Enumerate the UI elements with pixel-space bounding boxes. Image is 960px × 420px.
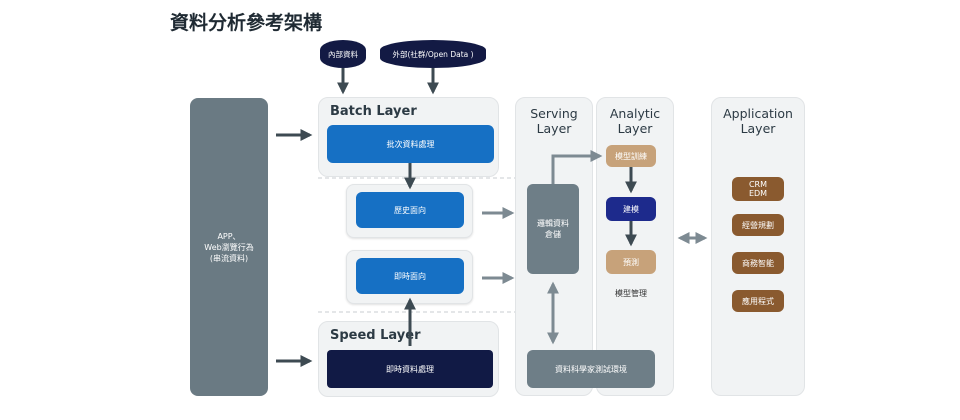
realtime-view-box: 即時面向 — [356, 258, 464, 294]
model-build-label: 建模 — [623, 204, 639, 214]
streaming-label-line3: (串流資料) — [209, 253, 249, 263]
app-item-business-intelligence-label: 商務智能 — [742, 258, 774, 268]
data-scientist-lab-label: 資料科學家測試環境 — [555, 364, 627, 374]
internal-data-source: 內部資料 — [320, 40, 366, 68]
batch-process-box: 批次資料處理 — [327, 125, 494, 163]
model-build-box: 建模 — [606, 197, 656, 221]
application-layer-title: Application Layer — [711, 106, 805, 136]
analytic-layer-title: Analytic Layer — [596, 106, 674, 136]
external-data-label: 外部(社群/Open Data ) — [392, 49, 474, 59]
internal-data-label: 內部資料 — [328, 49, 358, 59]
predict-label: 預測 — [623, 257, 639, 267]
model-train-label: 模型訓練 — [615, 151, 647, 161]
streaming-label-line2: Web瀏覽行為 — [204, 242, 254, 252]
analytic-title-line1: Analytic — [609, 106, 661, 121]
application-title-line1: Application — [723, 106, 793, 121]
batch-layer-title: Batch Layer — [330, 104, 417, 119]
data-scientist-lab-box: 資料科學家測試環境 — [527, 350, 655, 388]
app-item-business-intelligence: 商務智能 — [732, 252, 784, 274]
streaming-data-panel: APP、 Web瀏覽行為 (串流資料) — [190, 98, 268, 396]
streaming-label-line1: APP、 — [217, 231, 241, 241]
analytic-title-line2: Layer — [617, 121, 653, 136]
serving-title-line2: Layer — [536, 121, 572, 136]
logical-warehouse-box: 邏輯資料 倉儲 — [527, 184, 579, 274]
app-item-applications-label: 應用程式 — [742, 296, 774, 306]
batch-process-label: 批次資料處理 — [386, 139, 435, 149]
speed-process-label: 即時資料處理 — [386, 364, 434, 374]
warehouse-label-line2: 倉儲 — [545, 230, 561, 239]
speed-layer-title: Speed Layer — [330, 328, 421, 343]
history-view-label: 歷史面向 — [394, 205, 426, 215]
app-item-applications: 應用程式 — [732, 290, 784, 312]
arrow-warehouse-to-train — [551, 150, 603, 184]
history-view-box: 歷史面向 — [356, 192, 464, 228]
serving-title-line1: Serving — [530, 106, 578, 121]
warehouse-label-line1: 邏輯資料 — [537, 219, 569, 228]
page-title: 資料分析參考架構 — [170, 12, 323, 34]
app-item-business-planning: 經營規劃 — [732, 214, 784, 236]
model-management-caption: 模型管理 — [615, 289, 647, 298]
realtime-view-label: 即時面向 — [394, 271, 426, 281]
serving-layer-title: Serving Layer — [515, 106, 593, 136]
app-item-business-planning-label: 經營規劃 — [742, 220, 774, 230]
app-item-crm-edm-label: CRM EDM — [748, 180, 768, 198]
application-layer-panel — [711, 97, 805, 396]
predict-box: 預測 — [606, 250, 656, 274]
speed-process-box: 即時資料處理 — [327, 350, 493, 388]
application-title-line2: Layer — [740, 121, 776, 136]
model-train-box: 模型訓練 — [606, 145, 656, 167]
app-item-crm-edm: CRM EDM — [732, 177, 784, 201]
external-data-source: 外部(社群/Open Data ) — [380, 40, 486, 68]
